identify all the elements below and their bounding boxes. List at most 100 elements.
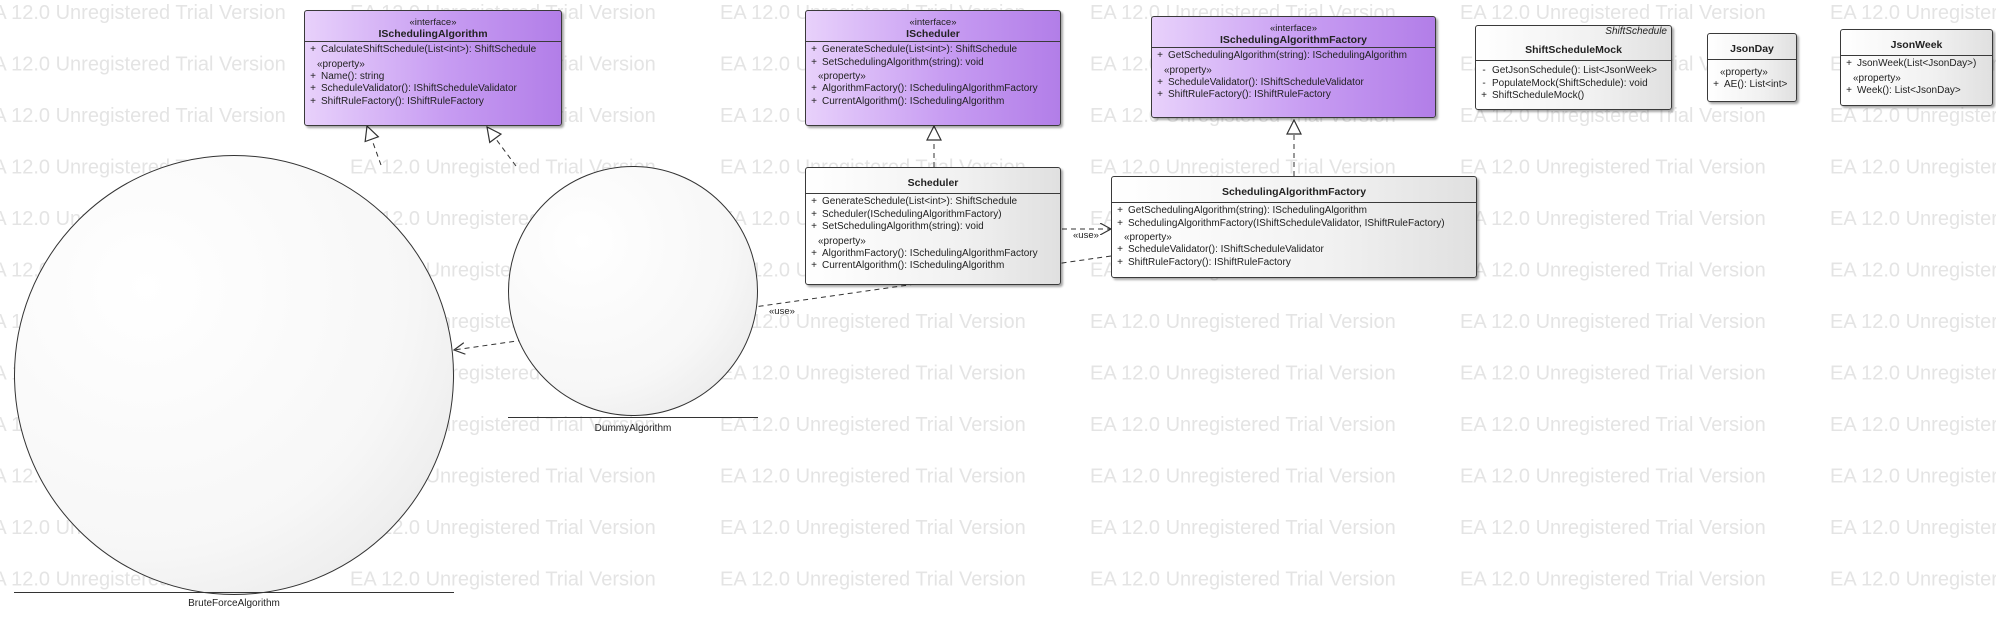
stereotype-label: «interface» — [409, 17, 457, 28]
visibility-marker: + — [310, 95, 316, 107]
brute-force-algorithm-baseline — [14, 592, 454, 593]
operation-signature: GetJsonSchedule(): List<JsonWeek> — [1492, 65, 1657, 76]
brute-force-realizes-ischeduling-algorithm — [367, 126, 382, 166]
shift-schedule-mock-class[interactable]: ShiftSchedule ShiftScheduleMock -GetJson… — [1475, 25, 1672, 110]
visibility-marker: + — [811, 208, 817, 220]
ischeduling-algorithm-interface[interactable]: «interface» ISchedulingAlgorithm + Calcul… — [304, 10, 562, 126]
operation-row[interactable]: +GenerateSchedule(List<int>): ShiftSched… — [806, 196, 1057, 209]
visibility-marker: + — [811, 221, 817, 232]
property-stereotype: «property» — [818, 235, 866, 247]
dummy-algorithm-label: DummyAlgorithm — [594, 423, 672, 434]
operation-signature: CalculateShiftSchedule(List<int>): Shift… — [321, 44, 537, 55]
json-day-class[interactable]: JsonDay «property» +AE(): List<int> — [1707, 33, 1797, 102]
class-name: Scheduler — [907, 177, 959, 189]
operation-row[interactable]: -PopulateMock(ShiftSchedule): void — [1476, 78, 1668, 91]
operation-signature: ShiftScheduleMock() — [1492, 90, 1585, 101]
visibility-marker: + — [1157, 76, 1163, 88]
operation-signature: GetSchedulingAlgorithm(string): ISchedul… — [1168, 50, 1408, 61]
visibility-marker: + — [1157, 89, 1163, 100]
property-row[interactable]: + ShiftRuleFactory(): IShiftRuleFactory — [1112, 257, 1473, 270]
property-row[interactable]: + CurrentAlgorithm(): ISchedulingAlgorith… — [806, 96, 1057, 109]
operation-row[interactable]: -GetJsonSchedule(): List<JsonWeek> — [1476, 65, 1668, 78]
property-signature: ShiftRuleFactory(): IShiftRuleFactory — [1128, 256, 1291, 268]
property-row[interactable]: + AlgorithmFactory(): ISchedulingAlgorith… — [806, 83, 1057, 96]
use-label-factory-bruteforce: «use» — [769, 306, 795, 317]
stereotype-label: «interface» — [909, 17, 957, 28]
property-signature: ShiftRuleFactory(): IShiftRuleFactory — [321, 95, 484, 107]
operation-row[interactable]: +GenerateSchedule(List<int>): ShiftSched… — [806, 44, 1057, 57]
visibility-marker: + — [811, 247, 817, 259]
property-row[interactable]: + Week(): List<JsonDay> — [1841, 85, 1989, 98]
brute-force-algorithm-circle[interactable] — [14, 155, 454, 595]
visibility-marker: + — [1117, 256, 1123, 268]
property-row[interactable]: + ScheduleValidator(): IShiftScheduleVali… — [305, 83, 558, 96]
visibility-marker: + — [310, 44, 316, 55]
property-row[interactable]: + ScheduleValidator(): IShiftScheduleVali… — [1112, 244, 1473, 257]
visibility-marker: - — [1482, 77, 1486, 89]
property-stereotype: «property» — [818, 71, 866, 82]
operation-row[interactable]: + GetSchedulingAlgorithm(string): ISchedu… — [1152, 50, 1432, 63]
json-week-class[interactable]: JsonWeek +JsonWeek(List<JsonDay>) «prope… — [1840, 29, 1993, 106]
operation-signature: Scheduler(ISchedulingAlgorithmFactory) — [822, 208, 1002, 220]
visibility-marker: + — [310, 70, 316, 82]
visibility-marker: + — [310, 83, 316, 94]
property-row[interactable]: + ScheduleValidator(): IShiftScheduleVali… — [1152, 77, 1432, 90]
interface-name: ISchedulingAlgorithmFactory — [1219, 34, 1367, 46]
operation-row[interactable]: + ShiftScheduleMock() — [1476, 90, 1668, 103]
dummy-algorithm-baseline — [508, 417, 758, 418]
ischeduler-interface[interactable]: «interface» IScheduler +GenerateSchedule… — [805, 10, 1061, 126]
operation-signature: GenerateSchedule(List<int>): ShiftSchedu… — [822, 196, 1018, 207]
property-signature: AlgorithmFactory(): ISchedulingAlgorithm… — [822, 247, 1038, 259]
operation-row[interactable]: +SetSchedulingAlgorithm(string): void — [806, 57, 1057, 70]
visibility-marker: + — [811, 83, 817, 94]
property-signature: Week(): List<JsonDay> — [1857, 84, 1961, 96]
visibility-marker: + — [811, 95, 817, 107]
property-row[interactable]: + AlgorithmFactory(): ISchedulingAlgorith… — [806, 248, 1057, 261]
operation-row[interactable]: + JsonWeek(List<JsonDay>) — [1841, 58, 1989, 71]
visibility-marker: + — [811, 260, 817, 271]
operation-signature: SchedulingAlgorithmFactory(IShiftSchedul… — [1128, 217, 1445, 229]
ischeduling-algorithm-factory-interface[interactable]: «interface» ISchedulingAlgorithmFactory … — [1151, 16, 1436, 118]
property-signature: ScheduleValidator(): IShiftScheduleValid… — [1128, 244, 1324, 255]
property-signature: ShiftRuleFactory(): IShiftRuleFactory — [1168, 89, 1331, 100]
property-stereotype: «property» — [317, 58, 365, 70]
property-signature: ScheduleValidator(): IShiftScheduleValid… — [321, 83, 517, 94]
property-row[interactable]: + ShiftRuleFactory(): IShiftRuleFactory — [305, 96, 558, 109]
property-signature: AlgorithmFactory(): ISchedulingAlgorithm… — [822, 83, 1038, 94]
visibility-marker: + — [1846, 58, 1852, 69]
operation-row[interactable]: + Scheduler(ISchedulingAlgorithmFactory) — [806, 209, 1057, 222]
property-row[interactable]: +Name(): string — [305, 71, 558, 84]
operation-row[interactable]: +SchedulingAlgorithmFactory(IShiftSchedu… — [1112, 218, 1473, 231]
operation-signature: PopulateMock(ShiftSchedule): void — [1492, 77, 1648, 89]
operation-row[interactable]: + SetSchedulingAlgorithm(string): void — [806, 221, 1057, 234]
visibility-marker: + — [1157, 50, 1163, 61]
property-signature: CurrentAlgorithm(): ISchedulingAlgorithm — [822, 95, 1005, 107]
interface-name: ISchedulingAlgorithm — [378, 28, 488, 40]
operation-row[interactable]: + CalculateShiftSchedule(List<int>): Shif… — [305, 44, 558, 57]
scheduler-class[interactable]: Scheduler +GenerateSchedule(List<int>): … — [805, 167, 1061, 285]
property-row[interactable]: +CurrentAlgorithm(): ISchedulingAlgorith… — [806, 260, 1057, 273]
visibility-marker: + — [1481, 90, 1487, 101]
dummy-realizes-ischeduling-algorithm — [487, 127, 517, 167]
property-signature: AE(): List<int> — [1724, 79, 1788, 90]
use-label-scheduler-factory: «use» — [1073, 230, 1099, 241]
operation-signature: SetSchedulingAlgorithm(string): void — [822, 221, 984, 232]
visibility-marker: + — [1117, 244, 1123, 255]
operation-row[interactable]: + GetSchedulingAlgorithm(string): ISchedu… — [1112, 205, 1473, 218]
dummy-algorithm-circle[interactable] — [508, 166, 758, 416]
property-row[interactable]: +AE(): List<int> — [1708, 79, 1793, 92]
interface-name: IScheduler — [906, 28, 960, 40]
visibility-marker: - — [1482, 65, 1486, 76]
class-name: JsonDay — [1730, 43, 1774, 55]
visibility-marker: + — [811, 44, 817, 55]
visibility-marker: + — [1117, 205, 1123, 216]
property-stereotype: «property» — [1164, 64, 1212, 76]
operation-signature: JsonWeek(List<JsonDay>) — [1857, 58, 1977, 69]
visibility-marker: + — [1846, 84, 1852, 96]
class-name: SchedulingAlgorithmFactory — [1221, 186, 1367, 198]
operation-signature: GetSchedulingAlgorithm(string): ISchedul… — [1128, 205, 1368, 216]
property-signature: ScheduleValidator(): IShiftScheduleValid… — [1168, 76, 1364, 88]
property-row[interactable]: + ShiftRuleFactory(): IShiftRuleFactory — [1152, 89, 1432, 102]
scheduling-algorithm-factory-class[interactable]: SchedulingAlgorithmFactory + GetSchedulin… — [1111, 176, 1477, 278]
visibility-marker: + — [811, 56, 817, 68]
